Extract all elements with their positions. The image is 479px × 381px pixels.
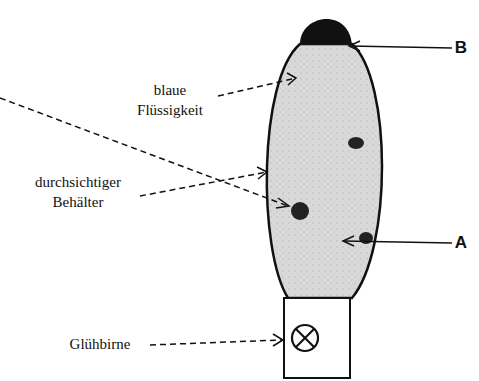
wax-blob [291, 202, 309, 220]
lamp-base [284, 298, 350, 378]
part-label: Glühbirne [50, 334, 150, 354]
callout-letter: B [446, 38, 476, 58]
callout-letter: A [446, 233, 476, 253]
leader-lines [0, 41, 452, 346]
wax-blob [348, 137, 364, 149]
part-label: durchsichtiger Behälter [8, 172, 148, 212]
part-label: blaue Flüssigkeit [120, 80, 220, 120]
cap [300, 19, 352, 46]
transparent-container [267, 44, 382, 298]
bulb-symbol [292, 325, 318, 351]
